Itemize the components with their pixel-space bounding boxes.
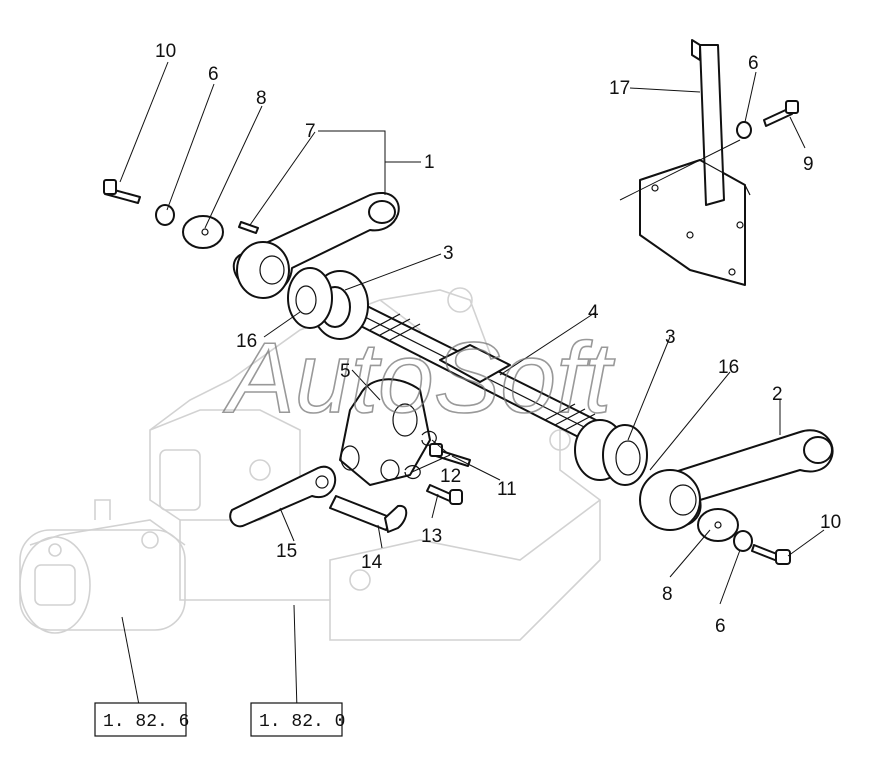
mounting-bracket [639,39,751,286]
callout-11: 11 [497,479,517,500]
reference-box-1-82-0[interactable]: 1. 82. 0 [250,702,345,737]
callout-15: 15 [276,541,297,562]
callout-labels: 10 6 8 7 1 3 16 4 3 5 16 2 12 11 13 14 1… [155,41,841,637]
callout-10: 10 [820,512,841,533]
callout-1: 1 [424,152,435,173]
leader-lines [119,61,825,711]
reference-box-1-82-6[interactable]: 1. 82. 6 [94,702,189,737]
callout-2: 2 [772,384,783,405]
reference-label: 1. 82. 6 [103,712,189,732]
callout-8: 8 [256,88,267,109]
callout-10: 10 [155,41,176,62]
callout-13: 13 [421,526,442,547]
callout-4: 4 [588,302,599,323]
callout-6: 6 [208,64,219,85]
callout-12: 12 [440,466,461,487]
callout-9: 9 [803,154,814,175]
callout-3: 3 [665,327,676,348]
callout-14: 14 [361,552,383,573]
pin [329,495,408,533]
lift-arm-right [639,429,834,531]
callout-7: 7 [305,121,316,142]
callout-6: 6 [715,616,726,637]
callout-17: 17 [609,78,630,99]
fasteners [103,100,799,565]
callout-6: 6 [748,53,759,74]
callout-16: 16 [236,331,257,352]
lever-bracket [339,378,431,486]
watermark-text: AutoSoft [223,322,616,434]
lift-arm-left [232,192,400,299]
shaft [344,304,621,449]
link-rod [229,465,337,528]
callout-8: 8 [662,584,673,605]
reference-label: 1. 82. 0 [259,712,345,732]
callout-16: 16 [718,357,739,378]
callout-3: 3 [443,243,454,264]
callout-5: 5 [340,361,351,382]
bushing-right [574,419,648,486]
